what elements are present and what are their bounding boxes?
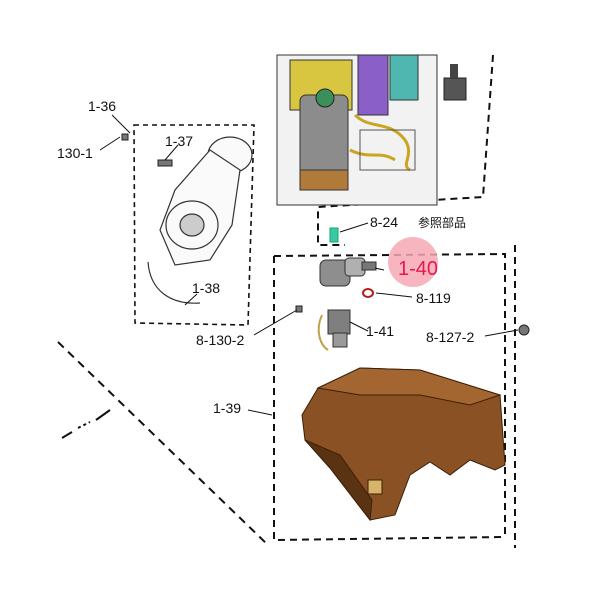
label-1-38: 1-38 (192, 280, 221, 296)
blower-fan-assembly-icon (147, 136, 253, 304)
label-8-127-2: 8-127-2 (426, 329, 475, 345)
label-1-40-highlighted: 1-40 (398, 258, 439, 280)
leader-lines (99, 114, 519, 416)
label-8-119: 8-119 (416, 290, 451, 306)
label-1-41: 1-41 (366, 323, 395, 339)
label-1-37: 1-37 (165, 133, 194, 149)
highlight-circle (388, 237, 438, 287)
label-8-130-2: 8-130-2 (196, 332, 245, 348)
label-1-36: 1-36 (88, 98, 117, 114)
drain-tray-icon (301, 367, 506, 522)
reference-line (57, 341, 269, 546)
fitting-8-24-icon (329, 227, 339, 243)
solenoid-valve-icon (317, 309, 351, 351)
top-assembly-boundary (273, 54, 516, 548)
label-reference-part: 参照部品 (418, 216, 467, 230)
o-ring-icon (362, 288, 374, 298)
pump-motor-icon (319, 257, 377, 287)
label-8-24: 8-24 (370, 214, 399, 230)
heater-tank-assembly-icon (276, 54, 438, 206)
label-130-1: 130-1 (57, 145, 93, 161)
label-1-39: 1-39 (213, 400, 242, 416)
blower-group-boundary (133, 124, 255, 326)
small-fitting-icon (443, 64, 467, 101)
